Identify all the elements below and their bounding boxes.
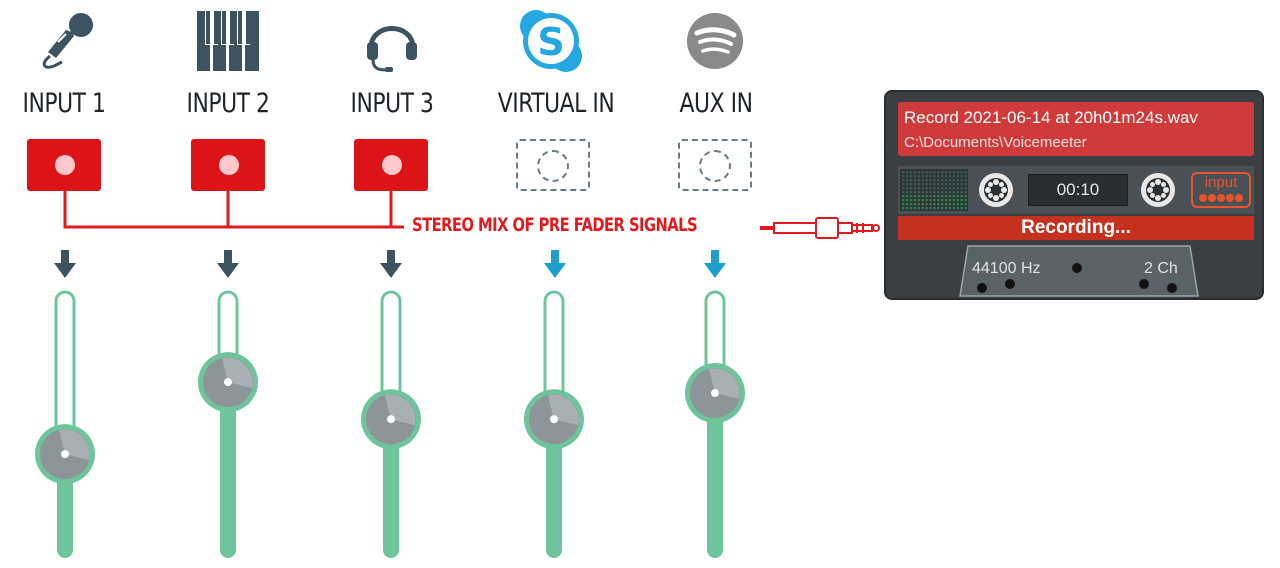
recorder-panel: Record 2021-06-14 at 20h01m24s.wav C:\Do… — [884, 90, 1264, 300]
channel-count: 2 Ch — [1144, 260, 1178, 277]
channel-label-input-1: INPUT 1 — [22, 88, 106, 119]
microphone-icon — [30, 8, 100, 74]
record-arm-button-input-3[interactable] — [354, 139, 428, 191]
recorder-transport: 00:10 input — [898, 166, 1254, 214]
channel-label-input-2: INPUT 2 — [186, 88, 270, 119]
record-source-label: input — [1204, 174, 1238, 191]
audio-jack-icon — [760, 217, 880, 239]
spotify-icon — [680, 8, 750, 74]
fader-aux-in[interactable] — [685, 290, 745, 558]
record-dot-icon — [537, 150, 569, 182]
record-arm-button-aux-in[interactable] — [678, 139, 752, 191]
fader-virtual-in[interactable] — [524, 290, 584, 558]
record-arm-button-input-2[interactable] — [191, 139, 265, 191]
recording-status: Recording... — [898, 216, 1254, 240]
arrow-down-icon — [544, 250, 566, 278]
recording-time: 00:10 — [1028, 174, 1128, 206]
sample-rate: 44100 Hz — [972, 260, 1041, 277]
recorder-filename: Record 2021-06-14 at 20h01m24s.wav — [904, 108, 1198, 127]
recorder-file-header: Record 2021-06-14 at 20h01m24s.wav C:\Do… — [898, 102, 1254, 156]
piano-keys-icon — [193, 8, 263, 74]
record-dot-icon — [382, 155, 402, 175]
record-arm-button-virtual-in[interactable] — [516, 139, 590, 191]
fader-input-2[interactable] — [198, 290, 258, 558]
arrow-down-icon — [54, 250, 76, 278]
channel-label-input-3: INPUT 3 — [350, 88, 434, 119]
record-dot-icon — [219, 155, 239, 175]
fader-strip[interactable] — [0, 280, 820, 568]
record-source-badge[interactable]: input — [1191, 172, 1251, 208]
channel-label-aux-in: AUX IN — [679, 88, 753, 119]
fader-input-3[interactable] — [361, 290, 421, 558]
recorder-path: C:\Documents\Voicemeeter — [904, 134, 1087, 151]
source-dots-icon — [1199, 194, 1243, 202]
record-arm-button-input-1[interactable] — [27, 139, 101, 191]
arrow-down-icon — [217, 250, 239, 278]
channel-label-virtual-in: VIRTUAL IN — [497, 88, 615, 119]
svg-text:S: S — [537, 20, 564, 64]
stereo-mix-bus-lines — [63, 191, 404, 229]
headset-icon — [357, 8, 427, 74]
level-meter-icon — [900, 169, 968, 211]
bus-label: STEREO MIX OF PRE FADER SIGNALS — [412, 214, 698, 236]
skype-icon: S — [516, 8, 586, 74]
record-dot-icon — [699, 150, 731, 182]
fader-input-1[interactable] — [35, 290, 95, 558]
tape-reel-left-icon — [979, 173, 1013, 207]
cassette-body-icon — [959, 245, 1199, 297]
arrow-down-icon — [704, 250, 726, 278]
arrow-down-icon — [380, 250, 402, 278]
record-dot-icon — [55, 155, 75, 175]
tape-reel-right-icon — [1141, 173, 1175, 207]
